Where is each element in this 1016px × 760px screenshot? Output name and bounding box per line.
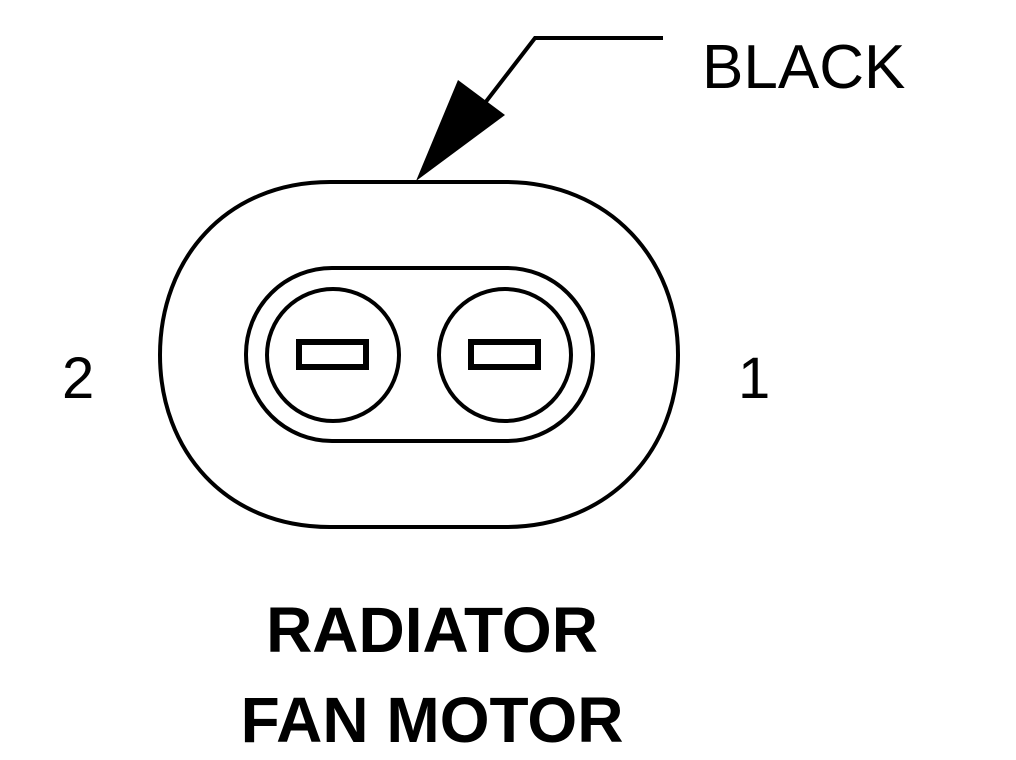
connector-title-line1: RADIATOR <box>266 594 598 666</box>
pin-1-label: 1 <box>738 346 770 411</box>
pin-2-label: 2 <box>62 346 94 411</box>
connector-housing-outer <box>157 180 681 529</box>
pin-2-terminal <box>265 287 401 423</box>
pin-2-blade <box>296 339 369 370</box>
pin-1-blade <box>468 339 541 370</box>
callout-leader-line <box>476 36 663 114</box>
connector-cavity <box>244 266 595 443</box>
callout-arrowhead <box>416 80 505 181</box>
pin-1-terminal <box>437 287 573 423</box>
color-callout-label: BLACK <box>702 33 905 102</box>
connector-title-line2: FAN MOTOR <box>241 684 624 756</box>
